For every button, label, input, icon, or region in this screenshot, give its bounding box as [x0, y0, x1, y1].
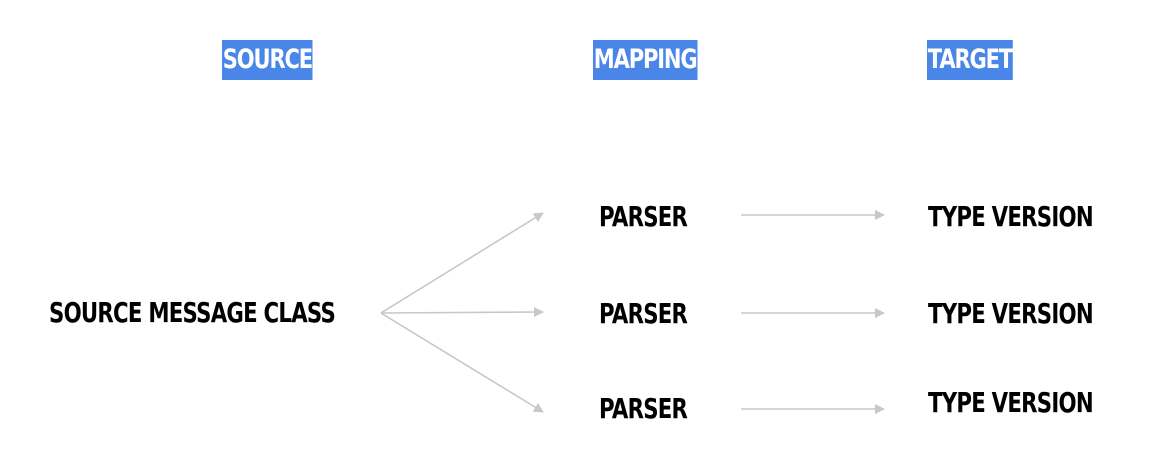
node-type-version-1: TYPE VERSION: [928, 200, 1094, 233]
node-parser-1: PARSER: [599, 200, 688, 233]
node-type-version-2: TYPE VERSION: [928, 297, 1094, 330]
header-source: SOURCE: [222, 40, 313, 80]
header-target: TARGET: [927, 40, 1013, 80]
node-parser-2: PARSER: [599, 297, 688, 330]
edge-source-to-parser-2: [380, 307, 544, 318]
node-type-version-3: TYPE VERSION: [928, 386, 1094, 419]
node-source-message-class: SOURCE MESSAGE CLASS: [49, 296, 336, 329]
node-parser-3: PARSER: [599, 392, 688, 425]
edge-source-to-parser-3: [380, 312, 544, 413]
edge-source-to-parser-1: [380, 212, 544, 314]
header-mapping: MAPPING: [593, 40, 698, 80]
